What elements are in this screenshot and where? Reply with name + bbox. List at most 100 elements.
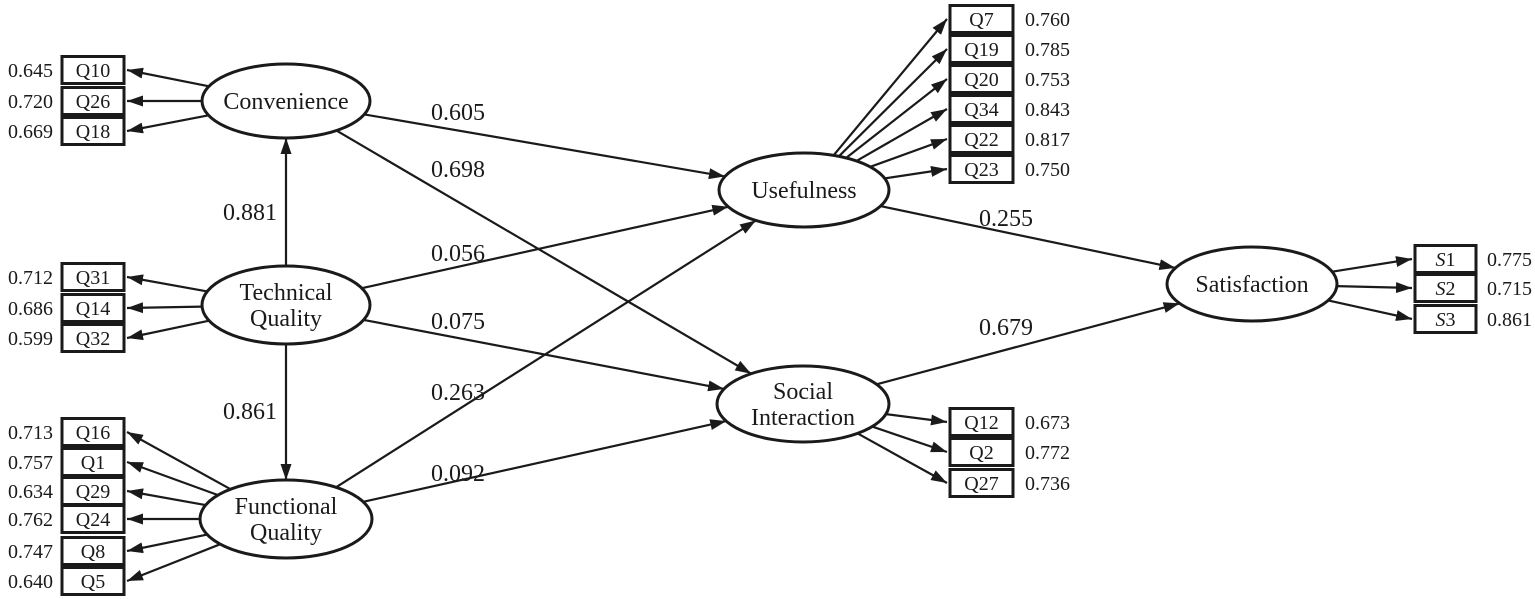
latent-ellipse-convenience xyxy=(200,62,372,140)
indicator-label-Q27: Q27 xyxy=(964,473,998,495)
loading-value-Q14: 0.686 xyxy=(8,298,53,320)
indicator-box-Q12 xyxy=(948,407,1015,437)
latent-ellipse-social_interaction xyxy=(715,364,891,444)
indicator-box-Q26 xyxy=(60,86,126,116)
loading-value-Q18: 0.669 xyxy=(8,121,53,143)
path-arrow-convenience-to-social_interaction xyxy=(335,129,752,375)
path-coefficient-technical_quality-to-social_interaction: 0.075 xyxy=(431,309,485,335)
loading-arrow-social_interaction-to-Q2 xyxy=(871,425,948,454)
loading-value-Q16: 0.713 xyxy=(8,422,53,444)
latent-label-satisfaction: Satisfaction xyxy=(1195,272,1308,298)
loading-arrow-usefulness-to-Q7 xyxy=(832,18,948,157)
indicator-box-Q10 xyxy=(60,55,126,85)
loading-value-Q12: 0.673 xyxy=(1025,412,1070,434)
loading-arrow-functional_quality-to-Q1 xyxy=(126,460,219,497)
loading-arrow-satisfaction-to-S2 xyxy=(1336,282,1413,294)
indicator-box-S2 xyxy=(1413,273,1478,303)
loading-value-S2: 0.715 xyxy=(1487,278,1532,300)
indicator-box-Q20 xyxy=(948,64,1015,94)
indicator-box-Q16 xyxy=(60,417,126,447)
loading-value-Q1: 0.757 xyxy=(8,452,53,474)
indicator-label-Q23: Q23 xyxy=(964,159,998,181)
loading-value-S3: 0.861 xyxy=(1487,309,1532,331)
path-arrow-social_interaction-to-satisfaction xyxy=(876,302,1180,386)
indicator-label-Q20: Q20 xyxy=(964,69,998,91)
loading-arrow-convenience-to-Q18 xyxy=(126,114,209,134)
loading-arrow-social_interaction-to-Q12 xyxy=(885,413,948,426)
loading-value-Q5: 0.640 xyxy=(8,571,53,593)
indicator-box-Q14 xyxy=(60,293,126,323)
indicator-label-Q32: Q32 xyxy=(76,328,110,350)
indicator-box-Q34 xyxy=(948,94,1015,124)
path-arrow-technical_quality-to-usefulness xyxy=(361,204,729,290)
loading-value-Q32: 0.599 xyxy=(8,328,53,350)
latent-ellipse-functional_quality xyxy=(198,478,374,560)
indicator-label-Q22: Q22 xyxy=(964,129,998,151)
loading-arrow-technical_quality-to-Q14 xyxy=(126,302,203,314)
path-coefficient-convenience-to-usefulness: 0.605 xyxy=(431,100,485,126)
loading-value-Q31: 0.712 xyxy=(8,267,53,289)
indicator-label-Q19: Q19 xyxy=(964,39,998,61)
indicator-label-Q14: Q14 xyxy=(76,298,110,320)
loading-arrow-usefulness-to-Q23 xyxy=(884,165,948,180)
loading-arrow-usefulness-to-Q22 xyxy=(869,137,948,168)
indicator-label-Q5: Q5 xyxy=(81,571,105,593)
loading-value-Q10: 0.645 xyxy=(8,60,53,82)
latent-label-usefulness: Usefulness xyxy=(751,178,856,204)
loading-value-Q7: 0.760 xyxy=(1025,9,1070,31)
indicator-label-Q2: Q2 xyxy=(969,442,993,464)
indicator-label-S3: S3 xyxy=(1436,309,1456,331)
indicator-label-Q31: Q31 xyxy=(76,267,110,289)
loading-value-Q19: 0.785 xyxy=(1025,39,1070,61)
path-arrow-convenience-to-usefulness xyxy=(364,113,726,180)
path-coefficient-convenience-to-social_interaction: 0.698 xyxy=(431,157,485,183)
indicator-box-Q18 xyxy=(60,116,126,146)
loading-value-Q26: 0.720 xyxy=(8,91,53,113)
indicator-label-Q10: Q10 xyxy=(76,60,110,82)
path-arrow-functional_quality-to-social_interaction xyxy=(362,419,727,503)
latent-label-convenience: Convenience xyxy=(223,89,348,115)
layer-text: 0.6050.6980.0560.0750.2630.0920.2550.679… xyxy=(8,9,1532,593)
path-coefficient-technical_quality-to-usefulness: 0.056 xyxy=(431,241,485,267)
indicator-label-S2: S2 xyxy=(1436,278,1456,300)
indicator-box-Q23 xyxy=(948,154,1015,184)
latent-ellipse-usefulness xyxy=(717,151,891,229)
latent-ellipse-technical_quality xyxy=(200,264,372,346)
path-coefficient-functional_quality-to-usefulness: 0.263 xyxy=(431,380,485,406)
path-coefficient-technical_quality-to-functional_quality: 0.861 xyxy=(223,399,277,425)
loading-arrow-functional_quality-to-Q29 xyxy=(126,488,206,507)
indicator-box-Q19 xyxy=(948,34,1015,64)
loading-arrow-usefulness-to-Q34 xyxy=(855,108,948,162)
indicator-label-S1: S1 xyxy=(1436,249,1456,271)
loading-arrow-technical_quality-to-Q32 xyxy=(126,319,210,341)
indicator-label-Q12: Q12 xyxy=(964,412,998,434)
indicator-box-Q27 xyxy=(948,468,1015,498)
indicator-label-Q18: Q18 xyxy=(76,121,110,143)
indicator-label-Q8: Q8 xyxy=(81,541,105,563)
indicator-box-Q24 xyxy=(60,504,126,534)
latent-ellipse-satisfaction xyxy=(1165,245,1339,323)
loading-value-Q22: 0.817 xyxy=(1025,129,1070,151)
indicator-box-Q1 xyxy=(60,447,126,477)
indicator-label-Q1: Q1 xyxy=(81,452,105,474)
indicator-label-Q26: Q26 xyxy=(76,91,110,113)
indicator-box-S3 xyxy=(1413,304,1478,334)
loading-arrow-usefulness-to-Q19 xyxy=(838,48,948,158)
indicator-label-Q24: Q24 xyxy=(76,509,110,531)
indicator-box-Q31 xyxy=(60,262,126,292)
loading-value-Q23: 0.750 xyxy=(1025,159,1070,181)
indicator-label-Q29: Q29 xyxy=(76,481,110,503)
path-coefficient-technical_quality-to-convenience: 0.881 xyxy=(223,200,277,226)
indicator-box-S1 xyxy=(1413,244,1478,274)
loading-value-Q29: 0.634 xyxy=(8,481,53,503)
indicator-label-Q16: Q16 xyxy=(76,422,110,444)
indicator-box-Q29 xyxy=(60,476,126,506)
loading-arrow-convenience-to-Q10 xyxy=(126,67,210,88)
path-coefficient-functional_quality-to-social_interaction: 0.092 xyxy=(431,461,485,487)
loading-value-Q24: 0.762 xyxy=(8,509,53,531)
